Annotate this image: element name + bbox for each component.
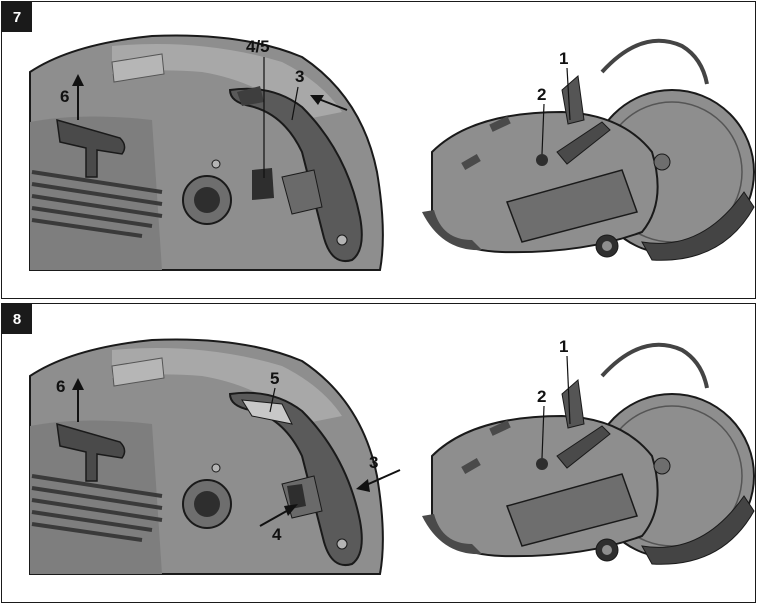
callout-6: 6	[60, 87, 69, 106]
figure-7-illustration: 6 4/5 3 1 2	[2, 2, 756, 299]
decompression-valve	[183, 480, 231, 528]
callout-1: 1	[559, 49, 568, 68]
callout-2: 2	[537, 387, 546, 406]
callout-4: 4	[272, 525, 282, 544]
figure-panel-8: 8 6 5 3	[1, 303, 756, 603]
figure-8-illustration: 6 5 3 4 1	[2, 304, 756, 603]
callout-3: 3	[369, 453, 378, 472]
figure-number-badge: 8	[2, 304, 32, 334]
cut-off-saw	[422, 41, 754, 260]
callout-5: 5	[270, 369, 279, 388]
figure-panel-7: 7 6 4/5	[1, 1, 756, 299]
callout-1: 1	[559, 337, 568, 356]
callout-3: 3	[295, 67, 304, 86]
decompression-valve	[183, 176, 231, 224]
callout-6: 6	[56, 377, 65, 396]
cut-off-saw	[422, 345, 754, 564]
figure-number-badge: 7	[2, 2, 32, 32]
callout-2: 2	[537, 85, 546, 104]
callout-4-5: 4/5	[246, 37, 270, 56]
